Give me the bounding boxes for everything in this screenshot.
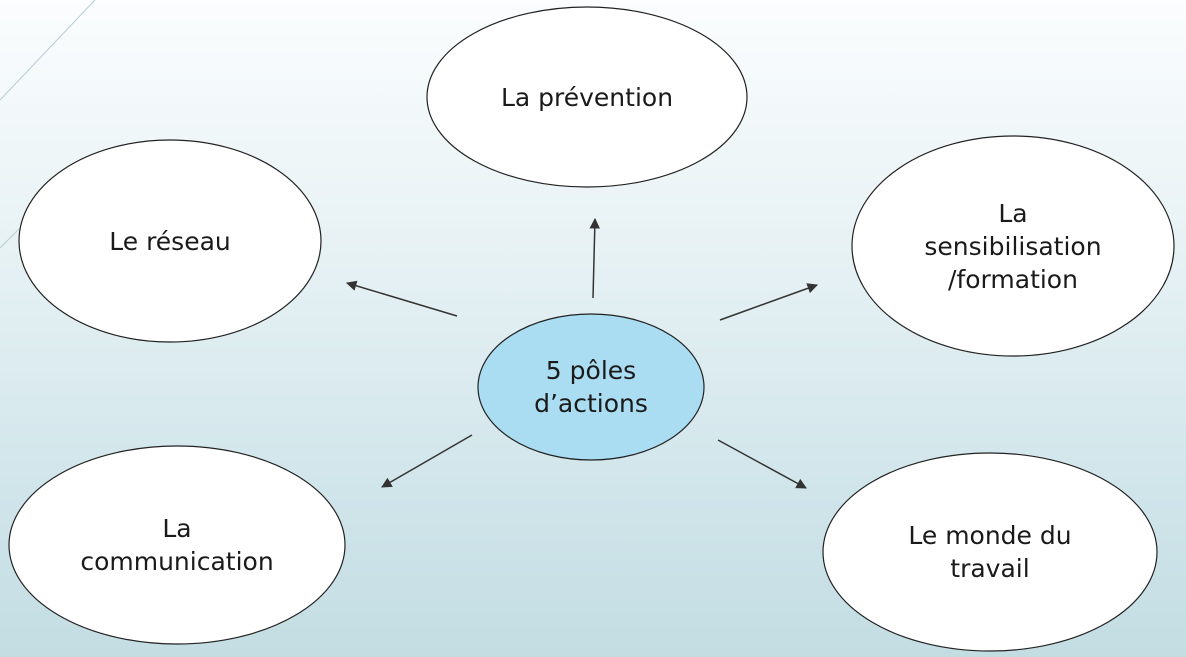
node-prevention-ellipse xyxy=(426,6,748,188)
arrow-to-sensibilisation xyxy=(719,283,818,321)
node-reseau-label: Le réseau xyxy=(109,226,231,256)
node-sensibilisation-label: La sensibilisation /formation xyxy=(924,198,1102,294)
arrow-to-communication xyxy=(381,434,473,488)
node-reseau-ellipse xyxy=(18,139,322,343)
arrow-to-monde-travail xyxy=(717,439,807,489)
arrow-to-reseau xyxy=(345,280,458,317)
center-node-label: 5 pôles d’actions xyxy=(534,356,648,418)
node-communication-label: La communication xyxy=(80,514,274,576)
node-sensibilisation-ellipse xyxy=(851,135,1175,357)
node-communication-ellipse xyxy=(8,445,346,645)
node-prevention-label: La prévention xyxy=(500,82,674,112)
center-node-ellipse xyxy=(477,313,705,461)
arrow-to-prevention xyxy=(589,217,601,299)
node-monde-travail-label: Le monde du travail xyxy=(908,521,1072,583)
decorative-line xyxy=(0,0,96,101)
node-monde-travail-ellipse xyxy=(822,452,1158,652)
